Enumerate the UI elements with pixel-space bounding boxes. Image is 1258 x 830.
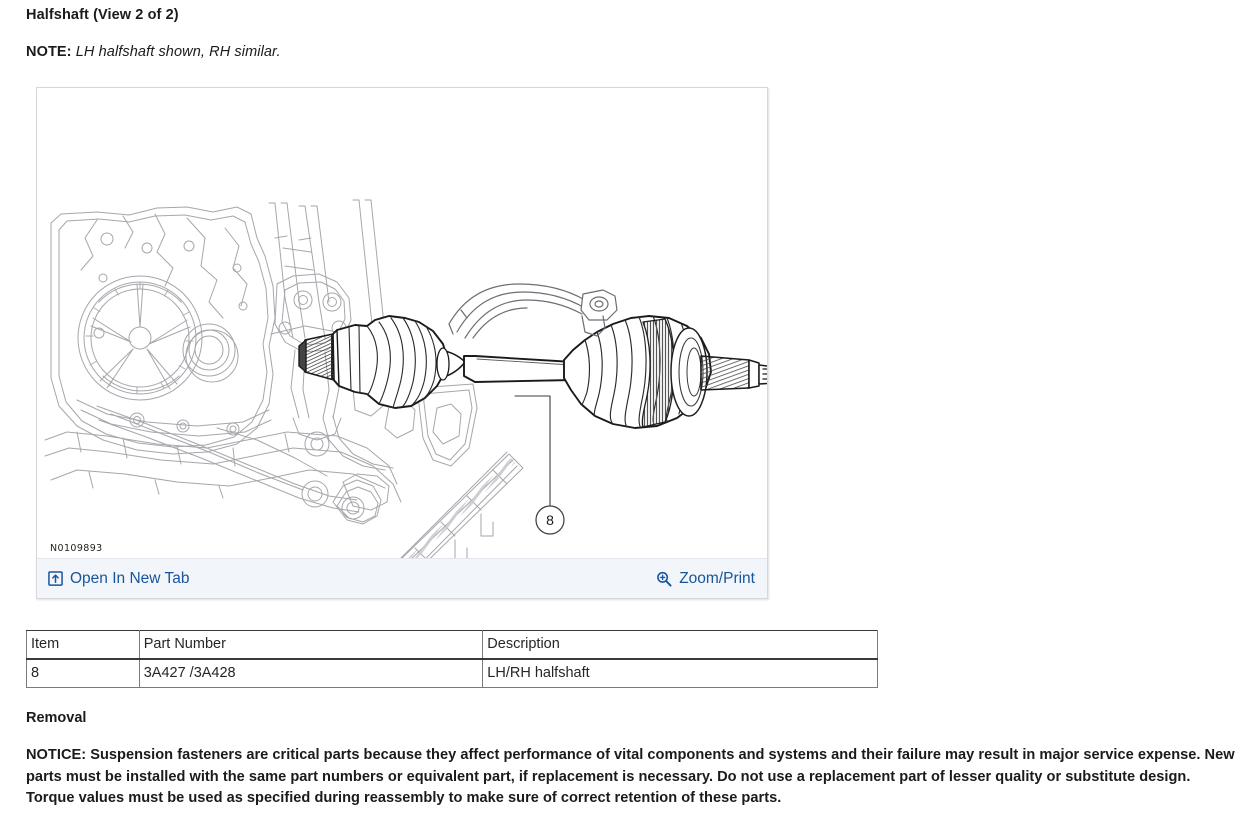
figure-illustration[interactable]: 8 <box>37 88 767 558</box>
callout-bubble <box>535 505 565 535</box>
magnifier-plus-icon <box>656 571 672 587</box>
open-in-new-tab-label: Open In New Tab <box>70 569 190 587</box>
notice-text: NOTICE: Suspension fasteners are critica… <box>26 747 1235 806</box>
note-line: NOTE: LH halfshaft shown, RH similar. <box>26 23 1232 60</box>
figure-frame: 8 <box>36 87 768 599</box>
column-header-item: Item <box>26 630 140 660</box>
callout-number: 8 <box>546 512 554 528</box>
cell-description: LH/RH halfshaft <box>482 658 878 688</box>
zoom-print-button[interactable]: Zoom/Print <box>656 570 755 588</box>
note-label: NOTE: <box>26 44 72 60</box>
open-in-new-tab-button[interactable]: Open In New Tab <box>48 570 189 588</box>
column-header-part-number: Part Number <box>138 630 484 660</box>
zoom-print-label: Zoom/Print <box>679 569 755 587</box>
background-assembly <box>44 199 524 558</box>
section-heading-removal: Removal <box>26 710 87 726</box>
note-text: LH halfshaft shown, RH similar. <box>75 44 281 60</box>
open-in-new-tab-icon <box>48 571 63 586</box>
halfshaft-line-drawing: 8 <box>44 199 767 558</box>
cell-part-number: 3A427 /3A428 <box>138 658 484 688</box>
column-header-description: Description <box>482 630 878 660</box>
parts-table: Item Part Number Description 8 3A427 /3A… <box>26 630 878 688</box>
halfshaft-assembly <box>298 315 767 429</box>
dynamic-damper-bracket <box>448 283 618 339</box>
table-header-row: Item Part Number Description <box>26 630 878 660</box>
table-row: 8 3A427 /3A428 LH/RH halfshaft <box>26 658 878 688</box>
figure-toolbar: Open In New Tab Zoom/Print <box>37 558 767 598</box>
cell-item: 8 <box>26 658 140 688</box>
page-title: Halfshaft (View 2 of 2) <box>26 7 179 23</box>
callout-leader <box>514 395 551 507</box>
figure-image-id: N0109893 <box>50 543 103 554</box>
